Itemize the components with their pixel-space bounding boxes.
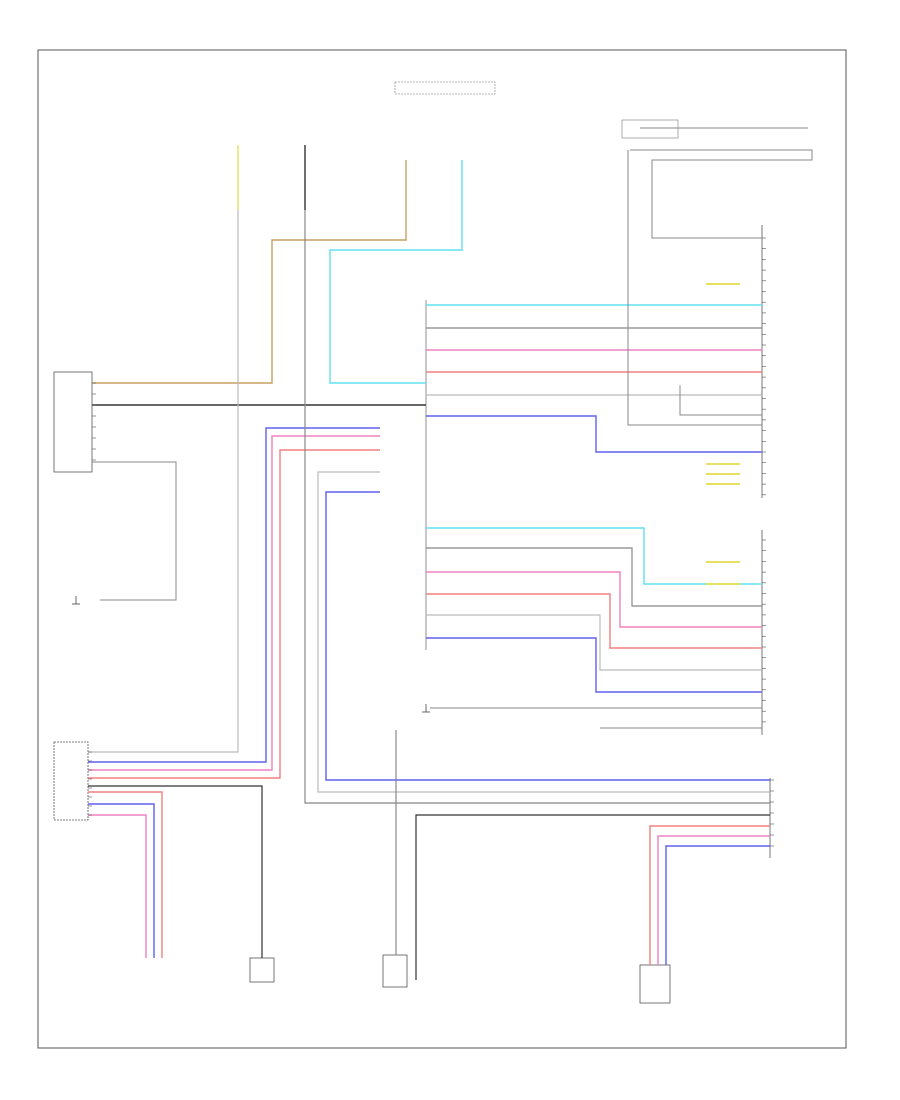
wire-pink-left-sensor <box>88 814 147 958</box>
wire-black-left-switch <box>88 785 263 958</box>
ground-symbol-center <box>422 704 430 713</box>
wire-blue-row2 <box>426 637 762 693</box>
pin-ticks <box>88 237 774 847</box>
wire-red-left <box>88 449 380 779</box>
wire-black-bottom <box>415 814 770 980</box>
wire-red-row2 <box>426 593 762 649</box>
wire-cyan-row2 <box>426 527 762 585</box>
wire-red-left-sensor <box>88 791 163 958</box>
wire-blue-row1 <box>426 415 762 453</box>
wire-gray-bottom <box>304 210 770 804</box>
ground-symbol-left <box>72 596 80 605</box>
wire-gray-left <box>88 210 239 753</box>
wire-pink-right-sensor <box>657 835 770 965</box>
right-sensor-box <box>639 964 671 1004</box>
wire-cyan-main <box>329 160 463 384</box>
left-ecu-box <box>53 371 93 473</box>
wire-blue-left-sensor <box>88 803 155 958</box>
pin-stub-group <box>706 283 740 585</box>
wire-black-right-top2 <box>630 149 813 239</box>
left-switch-box <box>249 957 275 983</box>
wire-lightgray-bottom <box>317 471 770 793</box>
wire-gray-right-mid <box>627 150 762 426</box>
wire-red-right-sensor <box>649 825 770 965</box>
diagram-frame <box>37 49 847 1049</box>
wire-group <box>88 127 813 980</box>
wire-lightgray-row2 <box>426 614 762 671</box>
wire-black-ground-left <box>92 461 177 601</box>
left-seat-sensor-box <box>53 741 89 821</box>
wire-blue-right-sensor <box>665 845 770 965</box>
wire-gray-row2 <box>426 547 762 607</box>
wire-black-right-mid2 <box>679 385 762 416</box>
wire-blue-bottom <box>325 491 770 781</box>
center-switch-box <box>382 954 408 988</box>
wire-tan <box>92 160 407 384</box>
wire-pink-left <box>88 435 380 771</box>
top-right-switch-box <box>621 119 679 139</box>
fuse-box-top <box>394 81 496 95</box>
wire-blue-left <box>88 427 380 763</box>
wire-pink-row2 <box>426 571 762 628</box>
